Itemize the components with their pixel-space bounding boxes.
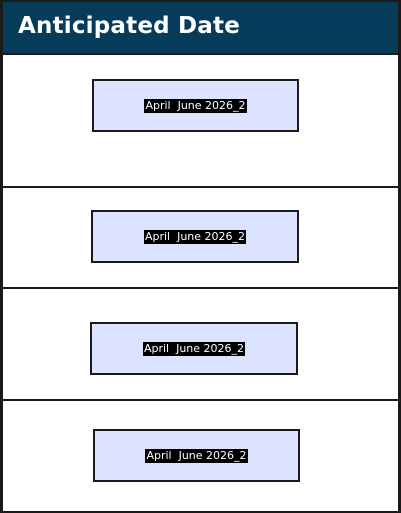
table-row: April June 2026_2 xyxy=(3,55,398,188)
table-row: April June 2026_2 xyxy=(3,401,398,511)
date-value: April June 2026_2 xyxy=(143,229,247,244)
date-content-control[interactable]: April June 2026_2 xyxy=(92,79,299,132)
date-value: April June 2026_2 xyxy=(145,448,248,463)
column-header-anticipated-date: Anticipated Date xyxy=(18,13,241,39)
date-content-control[interactable]: April June 2026_2 xyxy=(93,429,300,482)
table-row: April June 2026_2 xyxy=(3,289,398,401)
date-value: April June 2026_2 xyxy=(142,341,246,356)
date-content-control[interactable]: April June 2026_2 xyxy=(90,322,298,375)
date-content-control[interactable]: April June 2026_2 xyxy=(91,210,299,263)
table-header: Anticipated Date xyxy=(3,0,398,55)
date-value: April June 2026_2 xyxy=(144,98,247,113)
table-row: April June 2026_2 xyxy=(3,188,398,289)
